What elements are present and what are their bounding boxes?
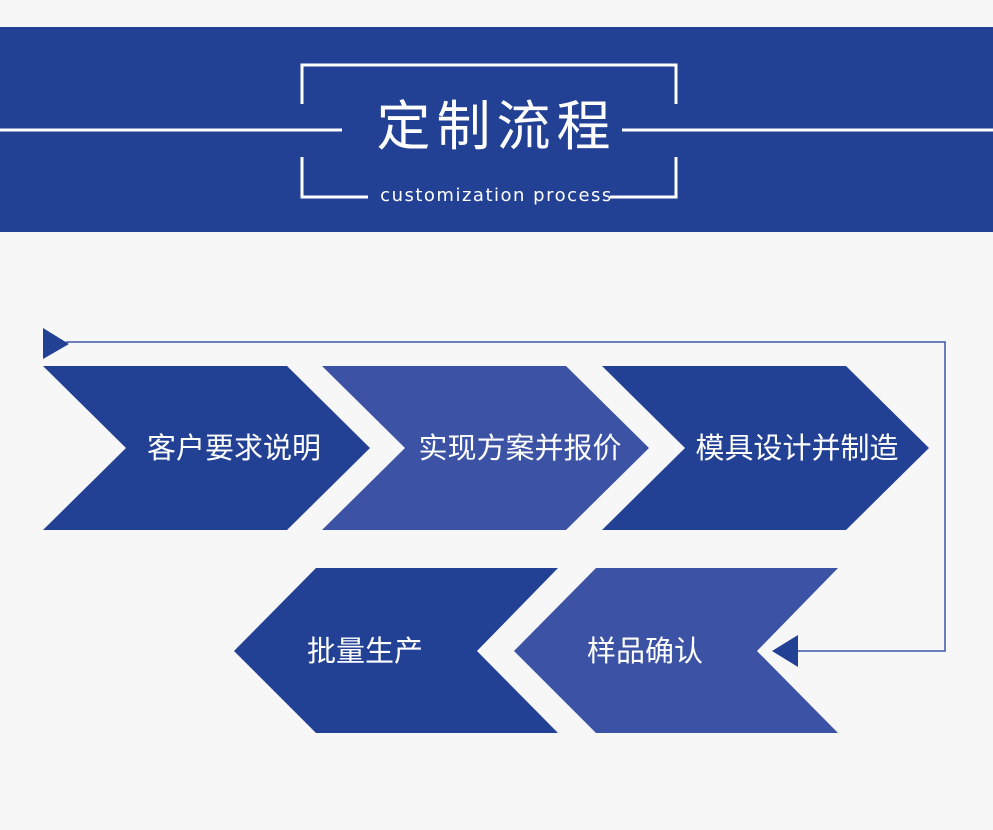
step-label-4: 样品确认 (586, 634, 703, 668)
step-chevron-4 (514, 568, 838, 733)
flow-end-arrow-icon (772, 635, 798, 667)
header-banner (0, 27, 993, 232)
step-label-1: 客户要求说明 (146, 431, 321, 465)
step-chevron-5 (234, 568, 558, 733)
banner-frame-bottom-right (610, 157, 678, 199)
step-label-5: 批量生产 (306, 634, 423, 668)
flow-connector-line (66, 341, 946, 652)
banner-frame-top (300, 63, 678, 104)
step-chevron-1 (43, 366, 370, 530)
page-title: 定制流程 (376, 95, 617, 158)
page-subtitle: customization process (380, 185, 613, 206)
banner-frame (0, 63, 993, 199)
step-label-3: 模具设计并制造 (695, 431, 899, 465)
step-chevron-2 (322, 366, 649, 530)
step-label-2: 实现方案并报价 (418, 431, 622, 465)
step-chevron-3 (602, 366, 929, 530)
flow-start-arrow-icon (43, 328, 69, 359)
banner-frame-bottom-left (300, 157, 368, 199)
